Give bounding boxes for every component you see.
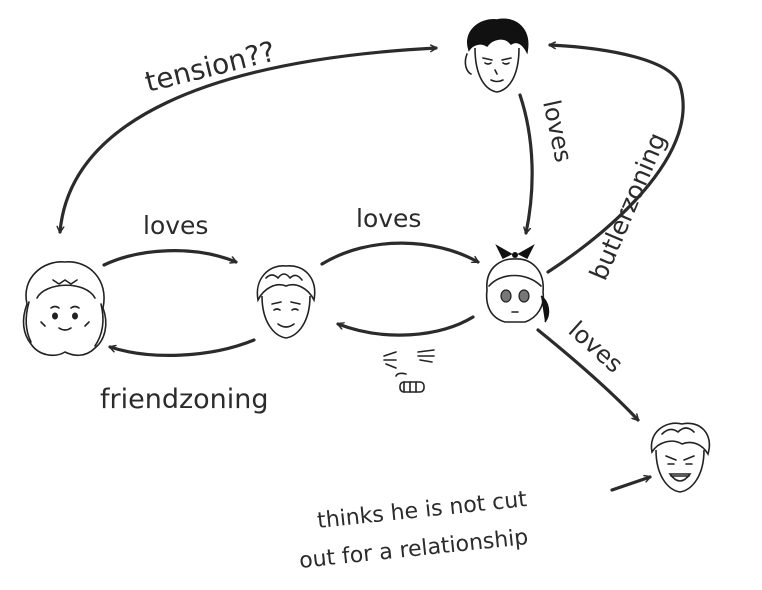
- smiling-man-to-girl-arrow: [320, 241, 480, 266]
- grinning-man-face-icon: [650, 422, 711, 493]
- girl-to-smiling-man-arrow: [336, 315, 475, 337]
- smiling-man-to-woman-arrow: [108, 338, 256, 357]
- smiling-man-face-icon: [256, 265, 316, 339]
- top-loves-label: loves: [537, 97, 577, 164]
- note-pointer-arrow: [610, 477, 652, 492]
- girl-with-bow-face-icon: [485, 244, 550, 323]
- annoyed-face-icon: [383, 349, 435, 393]
- note-line-1: thinks he is not cut: [316, 487, 528, 534]
- girl-to-grinning-man-arrow: [536, 328, 640, 422]
- girl-to-dark-haired-arrow: [546, 45, 685, 274]
- tension-arrow: [60, 48, 438, 234]
- bottom-right-loves-label: loves: [563, 316, 628, 379]
- tension-label: tension??: [142, 35, 279, 99]
- mid-loves-label: loves: [356, 204, 421, 233]
- butlerzoning-label: butlerzoning: [584, 128, 672, 284]
- woman-to-smiling-man-arrow: [102, 249, 238, 267]
- friendzoning-label: friendzoning: [100, 384, 269, 415]
- dark-haired-to-girl-arrow: [518, 93, 534, 235]
- curly-haired-woman-face-icon: [22, 261, 107, 357]
- dark-haired-man-face-icon: [464, 18, 529, 93]
- left-loves-label: loves: [143, 211, 208, 240]
